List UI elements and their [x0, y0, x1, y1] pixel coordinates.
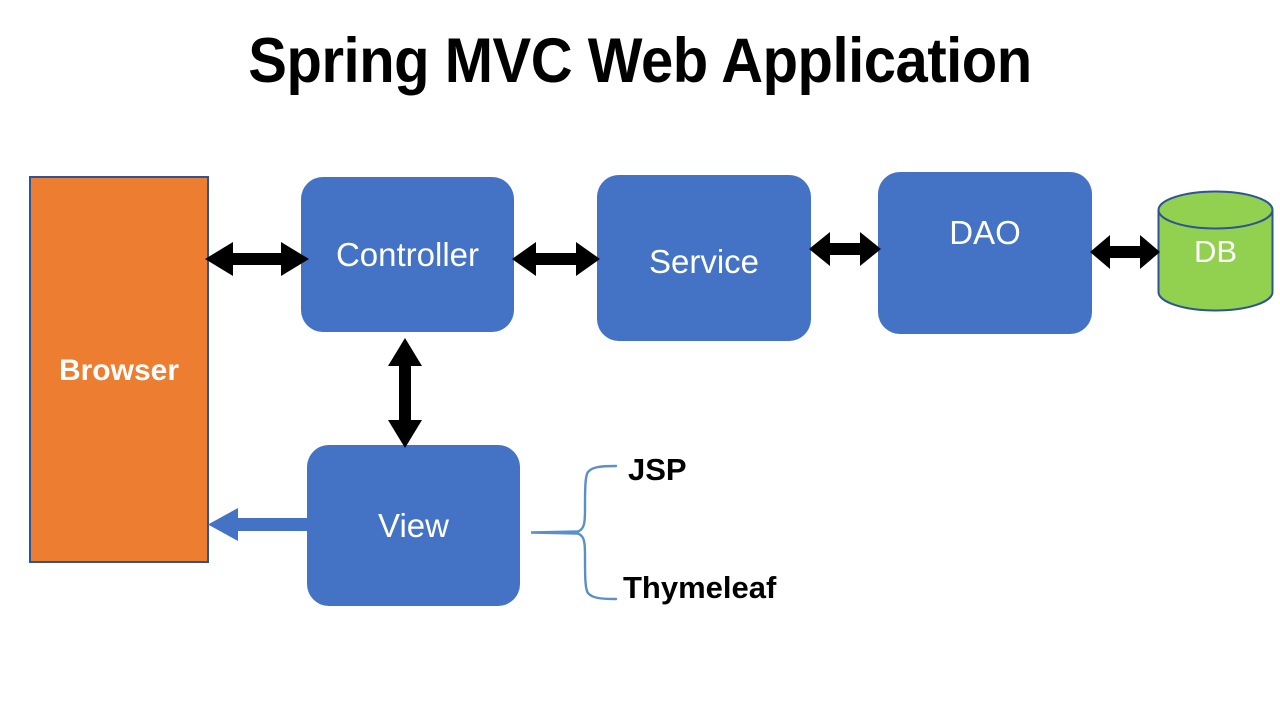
- view-technology-jsp-label: JSP: [628, 452, 687, 487]
- connector-controller-service: [512, 242, 600, 276]
- node-service-label: Service: [648, 242, 760, 280]
- curly-brace-icon: [530, 464, 618, 601]
- connector-controller-view: [388, 338, 422, 448]
- node-dao[interactable]: DAO: [878, 172, 1092, 334]
- page-title: Spring MVC Web Application: [248, 26, 1032, 96]
- node-database[interactable]: DB: [1157, 190, 1274, 312]
- node-controller-label: Controller: [335, 236, 480, 273]
- node-database-label: DB: [1193, 233, 1238, 269]
- connector-dao-database: [1090, 235, 1160, 269]
- node-view[interactable]: View: [307, 445, 520, 606]
- node-browser-label: Browser: [58, 354, 180, 387]
- node-view-label: View: [378, 507, 449, 544]
- view-technology-thymeleaf-label: Thymeleaf: [623, 570, 777, 605]
- node-dao-label: DAO: [949, 213, 1021, 251]
- node-controller[interactable]: Controller: [301, 177, 514, 332]
- view-technologies-brace: [528, 462, 618, 607]
- connector-browser-controller: [205, 242, 309, 276]
- node-browser[interactable]: Browser: [29, 176, 209, 563]
- connector-view-browser: [208, 508, 310, 541]
- connector-service-dao: [809, 232, 881, 266]
- database-cylinder-icon: [1157, 190, 1274, 312]
- node-service[interactable]: Service: [597, 175, 811, 341]
